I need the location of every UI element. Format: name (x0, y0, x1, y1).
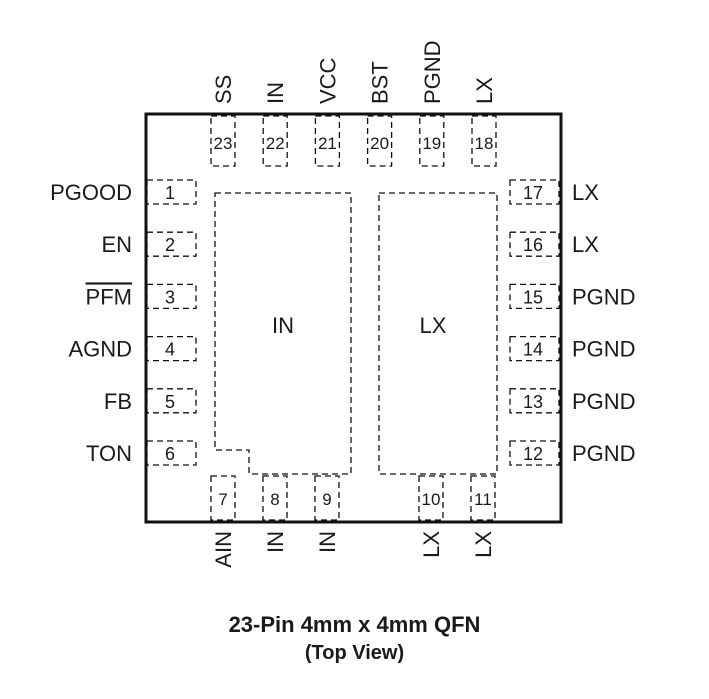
pin-3-number: 3 (165, 287, 175, 307)
pin-12-number: 12 (523, 444, 543, 464)
pin-1-name: PGOOD (50, 180, 132, 205)
pin-12-name: PGND (572, 441, 636, 466)
pin-6-pad (146, 440, 197, 466)
pin-20-number: 20 (370, 134, 389, 153)
pin-7-pad (210, 475, 236, 521)
pin-11-name: LX (471, 531, 496, 558)
pin-14-name: PGND (572, 337, 636, 362)
pin-4-name: AGND (68, 337, 132, 362)
pin-6-number: 6 (165, 444, 175, 464)
pin-18-pad (471, 115, 497, 167)
pin-4-pad (146, 335, 197, 362)
pin-10-pad (418, 475, 444, 521)
pin-8-pad (262, 475, 288, 521)
pin-22-pad (262, 115, 288, 167)
pin-5-number: 5 (165, 392, 175, 412)
pin-3-pad (146, 283, 197, 310)
pin-2-name: EN (101, 232, 132, 257)
pin-11-pad (470, 475, 496, 521)
pin-22-number: 22 (266, 134, 285, 153)
package-outline (144, 112, 563, 524)
pin-13-number: 13 (523, 392, 543, 412)
pin-16-name: LX (572, 232, 599, 257)
pin-10-number: 10 (422, 490, 441, 509)
pin-12-pad (509, 440, 560, 466)
pin-15-pad (509, 283, 560, 310)
pin-13-name: PGND (572, 389, 636, 414)
pin-18-number: 18 (475, 134, 494, 153)
pin-5-pad (146, 388, 197, 414)
pin-8-number: 8 (270, 490, 279, 509)
pin-11-number: 11 (474, 490, 492, 509)
pin-19-number: 19 (422, 134, 441, 153)
pin-23-number: 23 (214, 134, 233, 153)
pin-20-pad (366, 115, 393, 167)
pin-8-name: IN (263, 531, 288, 553)
pin-23-pad (210, 115, 236, 167)
pin-5-name: FB (104, 389, 132, 414)
pin-17-name: LX (572, 180, 599, 205)
pin-3-name: PFM (86, 284, 132, 309)
pin-9-number: 9 (322, 490, 331, 509)
pin-15-name: PGND (572, 284, 636, 309)
pin-21-pad (314, 115, 341, 167)
pin-10-name: LX (419, 531, 444, 558)
pin-1-number: 1 (165, 183, 175, 203)
pad-label-in: IN (272, 313, 294, 338)
package-title: 23-Pin 4mm x 4mm QFN (228, 612, 481, 637)
pin-9-pad (314, 475, 340, 521)
pin-7-number: 7 (218, 490, 227, 509)
pin-21-number: 21 (318, 134, 337, 153)
pin-16-pad (509, 231, 560, 257)
pin-9-name: IN (315, 531, 340, 553)
pin-20-name: BST (368, 61, 393, 104)
pin-22-name: IN (263, 82, 288, 104)
view-subtitle: (Top View) (304, 642, 405, 664)
pin-1-pad (146, 179, 197, 205)
pin-23-name: SS (211, 75, 236, 104)
pin-17-number: 17 (523, 183, 543, 203)
pin-19-pad (419, 115, 445, 167)
pin-19-name: PGND (420, 40, 445, 104)
exposed-pad-lx (378, 192, 498, 475)
pin-13-pad (509, 388, 560, 414)
pin-2-number: 2 (165, 235, 175, 255)
pad-label-lx: LX (420, 313, 447, 338)
exposed-pad-in (214, 192, 352, 475)
pin-18-name: LX (472, 77, 497, 104)
pin-6-name: TON (86, 441, 132, 466)
pin-2-pad (146, 231, 197, 257)
pin-17-pad (509, 179, 560, 205)
pin-14-pad (509, 335, 560, 362)
pin-21-name: VCC (315, 57, 340, 104)
pin-15-number: 15 (523, 287, 543, 307)
pin-7-name: AIN (211, 531, 236, 568)
pin-4-number: 4 (165, 340, 175, 360)
pin-14-number: 14 (523, 340, 543, 360)
pin-16-number: 16 (523, 235, 543, 255)
